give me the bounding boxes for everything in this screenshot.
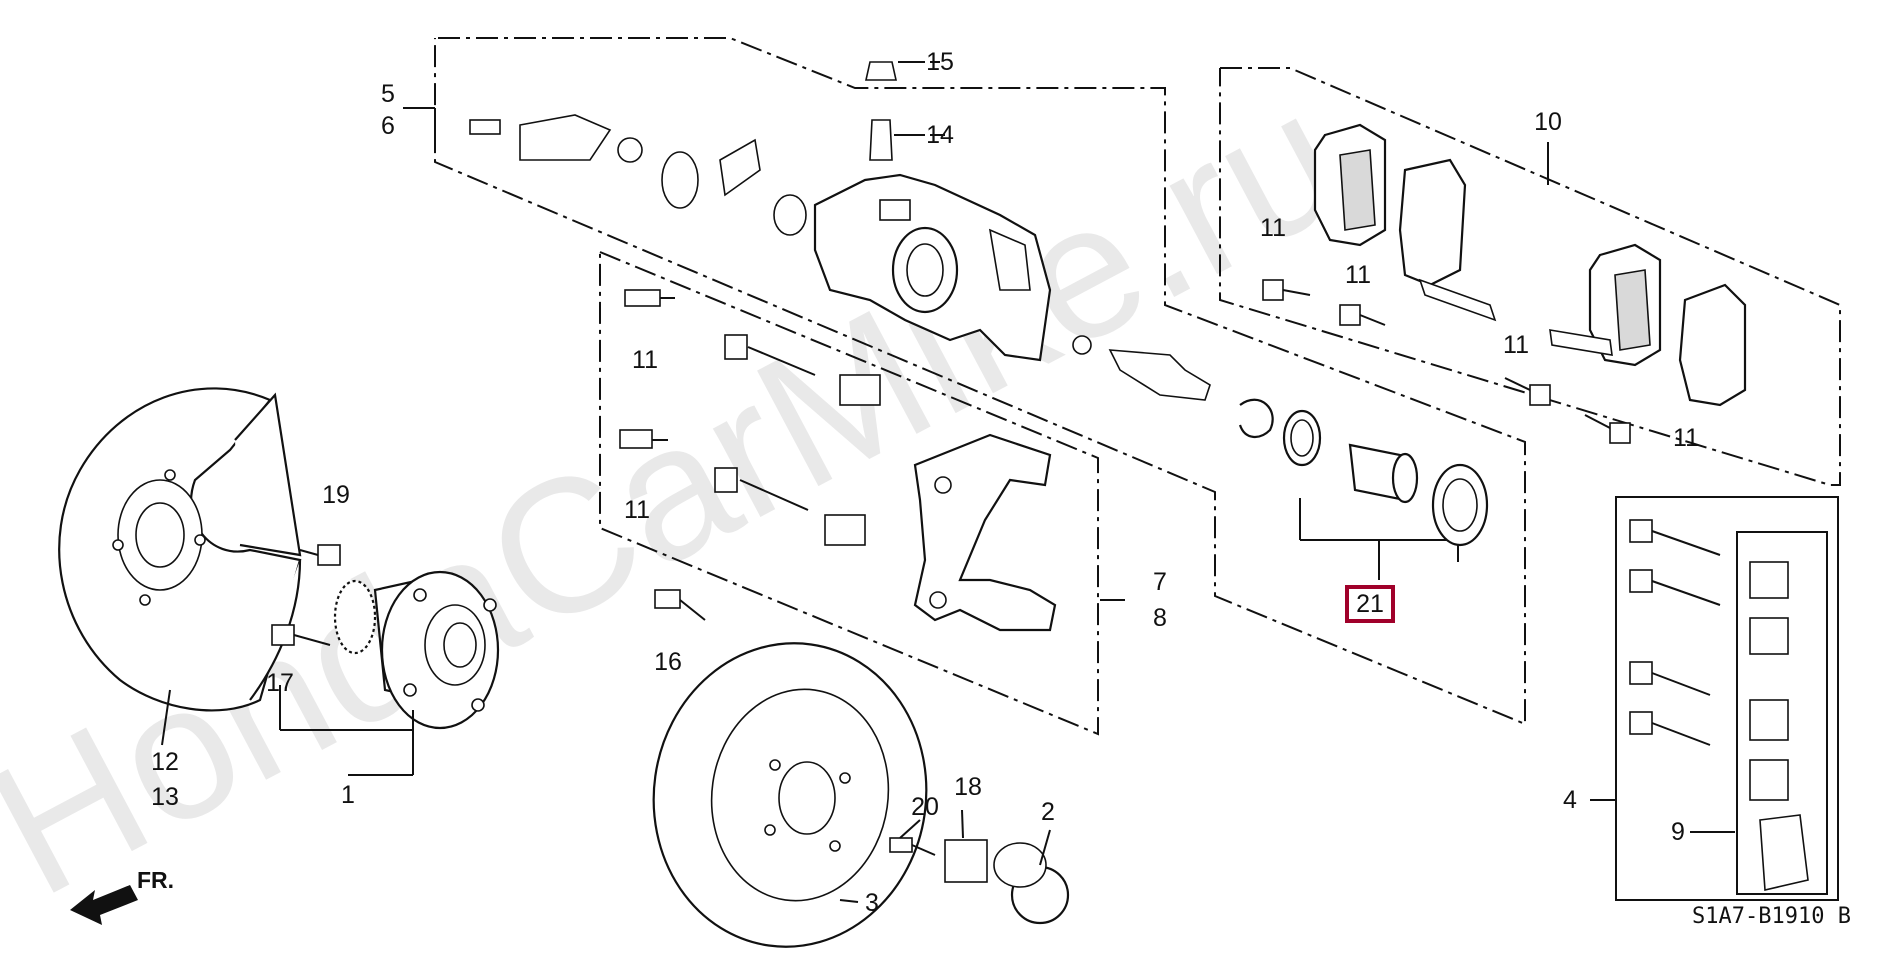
front-arrow-icon — [70, 885, 138, 925]
callout-20[interactable]: 20 — [911, 793, 939, 821]
callout-16[interactable]: 16 — [654, 648, 682, 676]
callout-10[interactable]: 10 — [1534, 108, 1562, 136]
callout-21[interactable]: 21 — [1356, 590, 1384, 618]
callout-11-pad-c[interactable]: 11 — [1503, 331, 1529, 359]
callout-13[interactable]: 13 — [151, 783, 179, 811]
caliper-body[interactable] — [813, 173, 1052, 362]
hub-bearing[interactable] — [333, 570, 500, 730]
front-label: FR. — [137, 867, 174, 893]
callout-11-caliper-a[interactable]: 11 — [632, 346, 658, 374]
group-outlines — [434, 37, 1841, 736]
diagram-code: S1A7-B1910 B — [1692, 904, 1851, 929]
callout-4[interactable]: 4 — [1563, 786, 1577, 814]
callout-5[interactable]: 5 — [381, 80, 395, 108]
callout-15[interactable]: 15 — [926, 48, 954, 76]
callout-19[interactable]: 19 — [322, 481, 350, 509]
leader-lines — [161, 61, 1735, 903]
pin-kit-box — [1615, 496, 1839, 901]
callout-18[interactable]: 18 — [954, 773, 982, 801]
callout-11-caliper-b[interactable]: 11 — [624, 496, 650, 524]
brake-disc[interactable] — [634, 626, 946, 956]
callout-7[interactable]: 7 — [1153, 568, 1167, 596]
callout-21-highlight[interactable] — [1345, 585, 1395, 623]
callout-14[interactable]: 14 — [926, 121, 954, 149]
callout-11-pad-d[interactable]: 11 — [1673, 424, 1699, 452]
callout-11-pad-b[interactable]: 11 — [1345, 261, 1371, 289]
callout-12[interactable]: 12 — [151, 748, 179, 776]
piston-kit-bracket — [1299, 498, 1459, 623]
small-parts — [271, 61, 1809, 925]
callout-3[interactable]: 3 — [865, 889, 879, 917]
caliper-bracket[interactable] — [913, 433, 1057, 632]
callout-11-pad-a[interactable]: 11 — [1260, 214, 1286, 242]
callout-1[interactable]: 1 — [341, 781, 355, 809]
callout-2[interactable]: 2 — [1041, 798, 1055, 826]
backing-plate[interactable] — [58, 387, 302, 712]
callouts: 5 6 15 14 10 11 11 11 11 11 11 7 8 21 16… — [151, 48, 1699, 917]
callout-8[interactable]: 8 — [1153, 604, 1167, 632]
callout-17[interactable]: 17 — [266, 669, 294, 697]
callout-9[interactable]: 9 — [1671, 818, 1685, 846]
callout-6[interactable]: 6 — [381, 112, 395, 140]
front-direction-indicator: FR. — [70, 867, 174, 925]
brake-pads[interactable] — [1313, 123, 1747, 407]
